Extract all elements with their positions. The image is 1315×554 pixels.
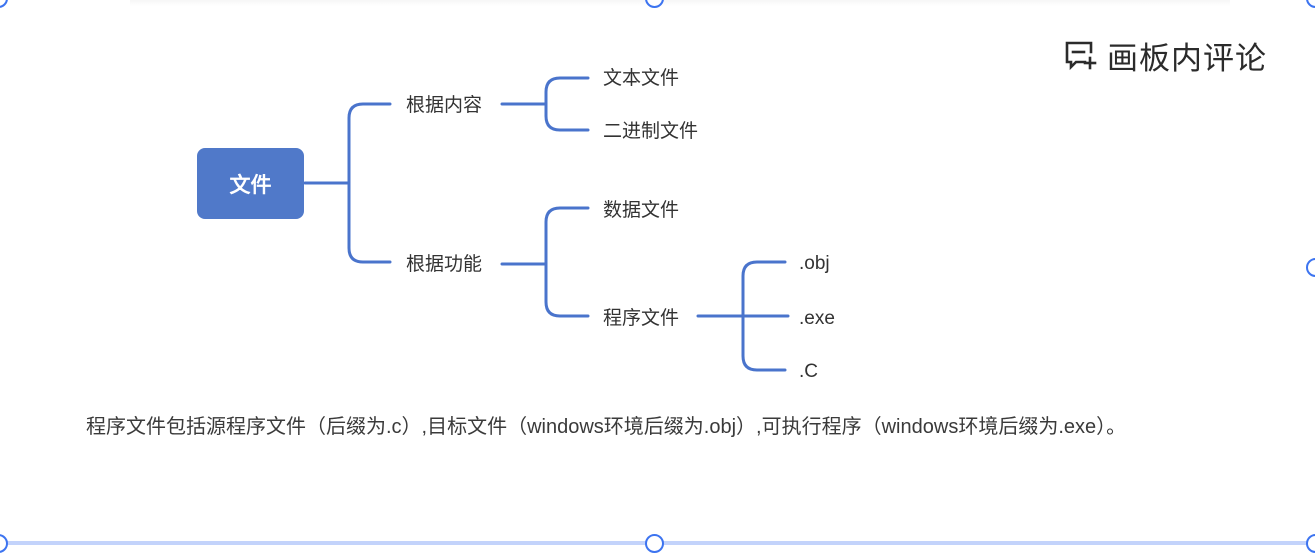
connector-function-to-data bbox=[544, 206, 590, 266]
resize-handle-right[interactable] bbox=[1306, 258, 1315, 277]
node-ext-c[interactable]: .C bbox=[799, 361, 818, 382]
node-ext-obj[interactable]: .obj bbox=[799, 253, 830, 274]
connector-content-to-binary bbox=[544, 102, 590, 132]
caption-text: 程序文件包括源程序文件（后缀为.c）,目标文件（windows环境后缀为.obj… bbox=[86, 416, 1127, 438]
node-by-content[interactable]: 根据内容 bbox=[406, 94, 483, 116]
top-edge-shadow bbox=[130, 0, 1230, 6]
board-comment-label: 画板内评论 bbox=[1107, 40, 1267, 77]
resize-handle-bottom-left[interactable] bbox=[0, 534, 8, 553]
connector-program-to-c bbox=[741, 314, 787, 372]
connector-program-to-obj bbox=[741, 260, 787, 318]
resize-handle-bottom-right[interactable] bbox=[1306, 534, 1315, 553]
board-comment-button[interactable]: 画板内评论 bbox=[1063, 34, 1267, 77]
comment-add-icon bbox=[1063, 38, 1097, 72]
connector-content-to-text bbox=[544, 76, 590, 106]
node-binary-file[interactable]: 二进制文件 bbox=[603, 120, 699, 142]
node-program-file[interactable]: 程序文件 bbox=[603, 307, 680, 329]
node-ext-exe[interactable]: .exe bbox=[799, 308, 835, 329]
resize-handle-top-right[interactable] bbox=[1306, 0, 1315, 8]
node-by-function[interactable]: 根据功能 bbox=[406, 253, 483, 275]
connector-function-to-program bbox=[544, 262, 590, 318]
root-node-label: 文件 bbox=[229, 172, 272, 197]
resize-handle-bottom[interactable] bbox=[645, 534, 664, 553]
mindmap-connectors bbox=[303, 76, 790, 372]
node-text-file[interactable]: 文本文件 bbox=[603, 67, 680, 89]
mindmap-root-node[interactable]: 文件 bbox=[197, 148, 304, 219]
connector-root-to-content bbox=[347, 102, 392, 185]
connector-root-to-function bbox=[347, 181, 392, 264]
node-data-file[interactable]: 数据文件 bbox=[603, 199, 680, 221]
